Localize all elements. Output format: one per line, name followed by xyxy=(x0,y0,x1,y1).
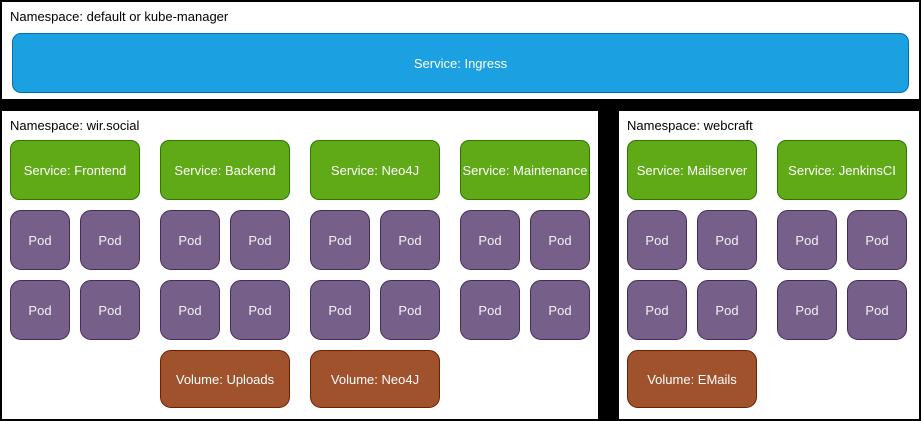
service-box: Service: Frontend xyxy=(10,140,140,200)
volume-box: Volume: Neo4J xyxy=(310,350,440,408)
pod-box: Pod xyxy=(80,280,140,340)
pod-box: Pod xyxy=(460,280,520,340)
pod-grid: Pod Pod Pod Pod xyxy=(10,210,140,340)
pod-box: Pod xyxy=(230,210,290,270)
pod-box: Pod xyxy=(310,280,370,340)
pod-box: Pod xyxy=(310,210,370,270)
service-groups: Service: Frontend Pod Pod Pod Pod Servic… xyxy=(10,140,590,408)
service-groups: Service: Mailserver Pod Pod Pod Pod Volu… xyxy=(627,140,911,408)
service-group-frontend: Service: Frontend Pod Pod Pod Pod xyxy=(10,140,140,408)
pod-grid: Pod Pod Pod Pod xyxy=(160,210,290,340)
pod-box: Pod xyxy=(80,210,140,270)
service-box: Service: Maintenance xyxy=(460,140,590,200)
pod-box: Pod xyxy=(380,280,440,340)
pod-box: Pod xyxy=(160,210,220,270)
pod-box: Pod xyxy=(697,210,757,270)
service-group-maintenance: Service: Maintenance Pod Pod Pod Pod xyxy=(460,140,590,408)
service-box: Service: Backend xyxy=(160,140,290,200)
namespace-label: Namespace: default or kube-manager xyxy=(10,9,229,24)
pod-box: Pod xyxy=(10,280,70,340)
volume-box: Volume: EMails xyxy=(627,350,757,408)
service-box: Service: Mailserver xyxy=(627,140,757,200)
pod-box: Pod xyxy=(627,280,687,340)
pod-box: Pod xyxy=(697,280,757,340)
pod-grid: Pod Pod Pod Pod xyxy=(777,210,907,340)
volume-box: Volume: Uploads xyxy=(160,350,290,408)
pod-box: Pod xyxy=(160,280,220,340)
pod-box: Pod xyxy=(627,210,687,270)
pod-box: Pod xyxy=(460,210,520,270)
service-box: Service: JenkinsCI xyxy=(777,140,907,200)
service-group-jenkinsci: Service: JenkinsCI Pod Pod Pod Pod xyxy=(777,140,907,408)
pod-box: Pod xyxy=(847,210,907,270)
pod-box: Pod xyxy=(847,280,907,340)
pod-box: Pod xyxy=(530,280,590,340)
pod-grid: Pod Pod Pod Pod xyxy=(310,210,440,340)
pod-grid: Pod Pod Pod Pod xyxy=(627,210,757,340)
namespace-label: Namespace: wir.social xyxy=(10,118,140,133)
pod-grid: Pod Pod Pod Pod xyxy=(460,210,590,340)
service-group-backend: Service: Backend Pod Pod Pod Pod Volume:… xyxy=(160,140,290,408)
pod-box: Pod xyxy=(777,280,837,340)
namespace-panel-webcraft: Namespace: webcraft Service: Mailserver … xyxy=(617,109,921,421)
pod-box: Pod xyxy=(380,210,440,270)
service-group-neo4j: Service: Neo4J Pod Pod Pod Pod Volume: N… xyxy=(310,140,440,408)
namespace-panel-default: Namespace: default or kube-manager Servi… xyxy=(0,0,921,101)
namespace-label: Namespace: webcraft xyxy=(627,118,753,133)
pod-box: Pod xyxy=(10,210,70,270)
service-box: Service: Neo4J xyxy=(310,140,440,200)
service-ingress-box: Service: Ingress xyxy=(12,33,909,93)
pod-box: Pod xyxy=(230,280,290,340)
namespace-panel-wir-social: Namespace: wir.social Service: Frontend … xyxy=(0,109,600,421)
pod-box: Pod xyxy=(530,210,590,270)
service-group-mailserver: Service: Mailserver Pod Pod Pod Pod Volu… xyxy=(627,140,757,408)
pod-box: Pod xyxy=(777,210,837,270)
